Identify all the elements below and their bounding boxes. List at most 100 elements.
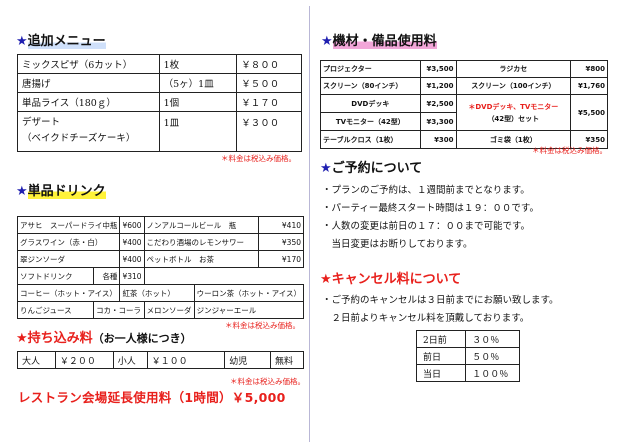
extension-fee: レストラン会場延長使用料（1時間）￥5,000 [18, 390, 286, 405]
equipment-price: ¥2,500 [419, 94, 457, 113]
drink-name: 翠ジンソーダ [16, 250, 121, 268]
table-row: コーヒー（ホット・アイス） 紅茶（ホット） ウーロン茶（ホット・アイス） [16, 284, 305, 302]
soft-drink-item: りんごジュース [16, 301, 95, 319]
cancellation-timing: 当日 [415, 364, 467, 382]
additional-menu-table: ミックスピザ（6カット） 1枚 ￥８００ 唐揚げ （5ヶ）1皿 ￥５００ 単品ラ… [17, 54, 302, 152]
equipment-set: ＊DVDデッキ、TVモニター （42型）セット [455, 94, 572, 131]
menu-item-unit: 1枚 [158, 54, 238, 74]
carry-in-label: 小人 [112, 351, 148, 369]
drink-name: ノンアルコールビール 瓶 [143, 216, 259, 234]
table-row: デザート （ベイクドチーズケーキ） 1皿 ￥３００ [17, 111, 302, 152]
drink-price: ¥170 [257, 250, 305, 268]
equipment-price: ¥300 [419, 130, 457, 149]
reservation-line: ・プランのご予約は、１週間前までとなります。 [322, 185, 530, 196]
drink-name: グラスワイン（赤・白） [16, 233, 121, 251]
carry-in-table: 大人 ￥２００ 小人 ￥１００ 幼児 無料 [17, 351, 304, 369]
soft-drink-item: 紅茶（ホット） [119, 284, 195, 302]
equipment-price: ¥3,500 [419, 60, 457, 78]
cancellation-rate: １００％ [465, 364, 520, 382]
drink-price: ¥600 [119, 216, 145, 234]
table-row: 2日前 ３０％ [415, 330, 520, 348]
equipment-price: ¥1,200 [419, 77, 457, 95]
soft-drink-item: コカ・コーラ [93, 301, 145, 319]
drink-name: こだわり酒場のレモンサワー [143, 233, 259, 251]
equipment-price: ¥350 [570, 130, 608, 149]
star-icon: ★ [16, 184, 28, 199]
menu-item-name: ミックスピザ（6カット） [17, 54, 160, 74]
star-icon: ★ [320, 272, 332, 287]
drink-name: アサヒ スーパードライ中瓶 [16, 216, 121, 234]
equipment-name: スクリーン（100インチ） [455, 77, 572, 95]
carry-in-price: 無料 [270, 351, 304, 369]
cancellation-line: ２日前よりキャンセル料を頂戴しております。 [322, 313, 530, 324]
star-icon: ★ [16, 331, 28, 346]
drink-price: ¥410 [257, 216, 305, 234]
drink-price: ¥350 [257, 233, 305, 251]
star-icon: ★ [16, 34, 28, 49]
tax-note: ＊料金は税込み価格。 [225, 321, 300, 330]
soft-drink-item: メロンソーダ [143, 301, 195, 319]
carry-in-price: ￥２００ [54, 351, 114, 369]
tax-note: ＊料金は税込み価格。 [532, 146, 607, 155]
soft-drink-unit: 各種 [93, 267, 121, 285]
menu-item-unit: 1個 [158, 92, 238, 112]
table-row: 唐揚げ （5ヶ）1皿 ￥５００ [17, 73, 302, 93]
table-row: 大人 ￥２００ 小人 ￥１００ 幼児 無料 [17, 351, 304, 369]
equipment-price: ¥800 [570, 60, 608, 78]
equipment-price: ¥5,500 [570, 94, 608, 131]
table-row: アサヒ スーパードライ中瓶 ¥600 ノンアルコールビール 瓶 ¥410 [16, 216, 305, 234]
carry-in-title: ★持ち込み料（お一人様につき） [16, 331, 192, 346]
menu-item-price: ￥１７０ [236, 92, 302, 112]
menu-item-unit: （5ヶ）1皿 [158, 73, 238, 93]
menu-item-price: ￥８００ [236, 54, 302, 74]
menu-item-unit: 1皿 [158, 111, 238, 152]
reservation-title: ★ご予約について [320, 161, 423, 176]
soft-drink-label: ソフトドリンク [16, 267, 95, 285]
star-icon: ★ [320, 161, 332, 176]
soft-drink-item: ジンジャーエール [193, 301, 305, 319]
cancellation-line: ・ご予約のキャンセルは３日前までにお願い致します。 [322, 295, 559, 306]
carry-in-label: 大人 [17, 351, 56, 369]
reservation-line: 当日変更はお断りしております。 [322, 239, 473, 250]
star-icon: ★ [321, 34, 333, 49]
table-row: テーブルクロス（1枚） ¥300 ゴミ袋（1枚） ¥350 [320, 130, 608, 149]
drink-price: ¥400 [119, 233, 145, 251]
tax-note: ＊料金は税込み価格。 [230, 377, 305, 386]
equipment-price: ¥1,760 [570, 77, 608, 95]
cancellation-table: 2日前 ３０％ 前日 ５０％ 当日 １００％ [415, 330, 520, 382]
cancellation-title: ★キャンセル料について [320, 272, 462, 287]
drinks-title: ★単品ドリンク [16, 184, 106, 199]
equipment-price: ¥3,300 [419, 112, 457, 131]
table-row: 翠ジンソーダ ¥400 ペットボトル お茶 ¥170 [16, 250, 305, 268]
cancellation-timing: 前日 [415, 347, 467, 365]
menu-item-price: ￥５００ [236, 73, 302, 93]
reservation-line: ・パーティー最終スタート時間は１９：００です。 [322, 203, 539, 214]
equipment-name: スクリーン（80インチ） [320, 77, 421, 95]
menu-item-name: 唐揚げ [17, 73, 160, 93]
tax-note: ＊料金は税込み価格。 [221, 154, 296, 163]
equipment-name: プロジェクター [320, 60, 421, 78]
equipment-name: TVモニター（42型） [320, 112, 421, 131]
menu-item-name: デザート （ベイクドチーズケーキ） [17, 111, 160, 152]
page-divider [309, 6, 310, 442]
table-row: 前日 ５０％ [415, 347, 520, 365]
table-row: プロジェクター ¥3,500 ラジカセ ¥800 [320, 60, 608, 78]
table-row: 当日 １００％ [415, 364, 520, 382]
equipment-name: テーブルクロス（1枚） [320, 130, 421, 149]
drink-name: ペットボトル お茶 [143, 250, 259, 268]
table-row: グラスワイン（赤・白） ¥400 こだわり酒場のレモンサワー ¥350 [16, 233, 305, 251]
additional-menu-title: ★追加メニュー [16, 34, 106, 49]
equipment-name: ラジカセ [455, 60, 572, 78]
table-row: DVDデッキ ¥2,500 ＊DVDデッキ、TVモニター （42型）セット ¥5… [320, 94, 608, 131]
table-row: スクリーン（80インチ） ¥1,200 スクリーン（100インチ） ¥1,760 [320, 77, 608, 95]
table-row: 単品ライス（180ｇ） 1個 ￥１７０ [17, 92, 302, 112]
equipment-title: ★機材・備品使用料 [321, 34, 437, 49]
carry-in-label: 幼児 [224, 351, 272, 369]
cancellation-rate: ３０％ [465, 330, 520, 348]
menu-item-name: 単品ライス（180ｇ） [17, 92, 160, 112]
soft-drink-item: コーヒー（ホット・アイス） [16, 284, 121, 302]
equipment-name: DVDデッキ [320, 94, 421, 113]
menu-item-price: ￥３００ [236, 111, 302, 152]
cancellation-timing: 2日前 [415, 330, 467, 348]
table-row: ソフトドリンク 各種 ¥310 [16, 267, 304, 285]
